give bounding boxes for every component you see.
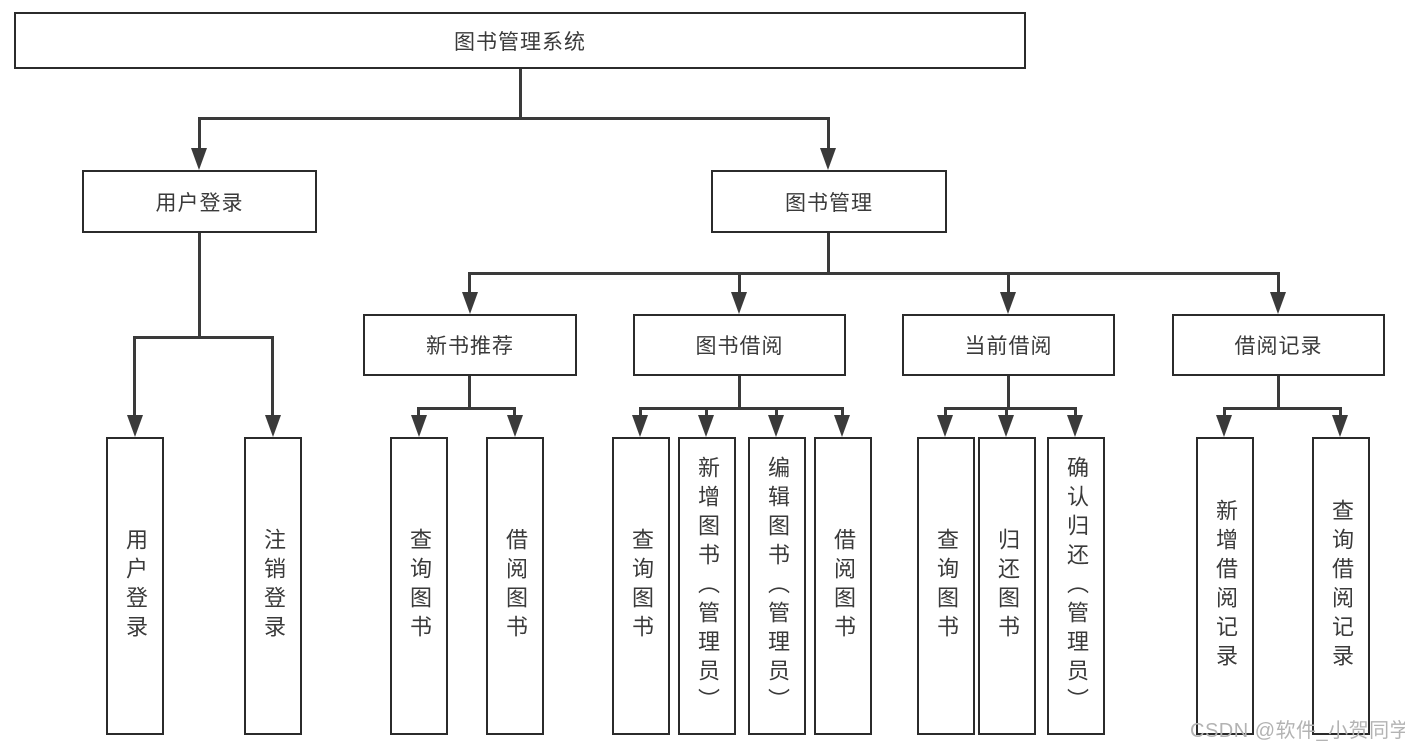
connector-hline [639,407,843,410]
connector-vline [1223,407,1226,417]
node-borrowing-records: 借阅记录 [1172,314,1385,376]
connector-vline [271,336,274,416]
connector-vline [133,336,136,416]
arrowhead-down [507,415,523,437]
connector-hline [944,407,1077,410]
connector-vline [468,272,471,294]
connector-vline [1005,407,1008,417]
arrowhead-down [265,415,281,437]
connector-vline [639,407,642,417]
connector-hline [417,407,516,410]
arrowhead-down [1216,415,1232,437]
arrowhead-down [462,292,478,314]
connector-hline [198,117,830,120]
arrowhead-down [1000,292,1016,314]
arrowhead-down [998,415,1014,437]
connector-vline [775,407,778,417]
leaf-add-book-admin: 新增图书（管理员） [678,437,736,735]
connector-vline [417,407,420,417]
connector-vline [519,69,522,120]
leaf-logout: 注销登录 [244,437,302,735]
connector-vline [944,407,947,417]
node-root: 图书管理系统 [14,12,1026,69]
connector-vline [1277,376,1280,410]
node-new-book-recommendation: 新书推荐 [363,314,577,376]
connector-vline [1339,407,1342,417]
connector-hline [133,336,274,339]
leaf-borrow-books-recommend: 借阅图书 [486,437,544,735]
connector-vline [198,117,201,150]
arrowhead-down [768,415,784,437]
connector-vline [1007,376,1010,410]
connector-vline [827,117,830,150]
connector-vline [468,376,471,410]
node-current-borrowing: 当前借阅 [902,314,1115,376]
connector-hline [468,272,1280,275]
arrowhead-down [411,415,427,437]
arrowhead-down [820,148,836,170]
leaf-query-books-borrowing: 查询图书 [612,437,670,735]
connector-vline [738,376,741,410]
leaf-query-books-current: 查询图书 [917,437,975,735]
leaf-add-borrow-record: 新增借阅记录 [1196,437,1254,735]
node-book-management: 图书管理 [711,170,947,233]
node-book-borrowing: 图书借阅 [633,314,846,376]
connector-vline [513,407,516,417]
leaf-confirm-return-admin: 确认归还（管理员） [1047,437,1105,735]
connector-vline [198,233,201,338]
leaf-borrow-books-borrowing: 借阅图书 [814,437,872,735]
leaf-return-books: 归还图书 [978,437,1036,735]
arrowhead-down [127,415,143,437]
connector-vline [1007,272,1010,294]
connector-vline [827,233,830,275]
arrowhead-down [1067,415,1083,437]
arrowhead-down [834,415,850,437]
arrowhead-down [937,415,953,437]
connector-vline [705,407,708,417]
watermark: CSDN @软件_小贺同学 [1190,720,1405,742]
arrowhead-down [698,415,714,437]
connector-vline [1277,272,1280,294]
connector-vline [1074,407,1077,417]
leaf-query-books-recommend: 查询图书 [390,437,448,735]
arrowhead-down [731,292,747,314]
leaf-edit-book-admin: 编辑图书（管理员） [748,437,806,735]
arrowhead-down [1270,292,1286,314]
arrowhead-down [191,148,207,170]
connector-vline [841,407,844,417]
arrowhead-down [632,415,648,437]
connector-hline [1223,407,1341,410]
leaf-user-login: 用户登录 [106,437,164,735]
node-user-login: 用户登录 [82,170,317,233]
connector-vline [738,272,741,294]
leaf-query-borrow-record: 查询借阅记录 [1312,437,1370,735]
arrowhead-down [1332,415,1348,437]
